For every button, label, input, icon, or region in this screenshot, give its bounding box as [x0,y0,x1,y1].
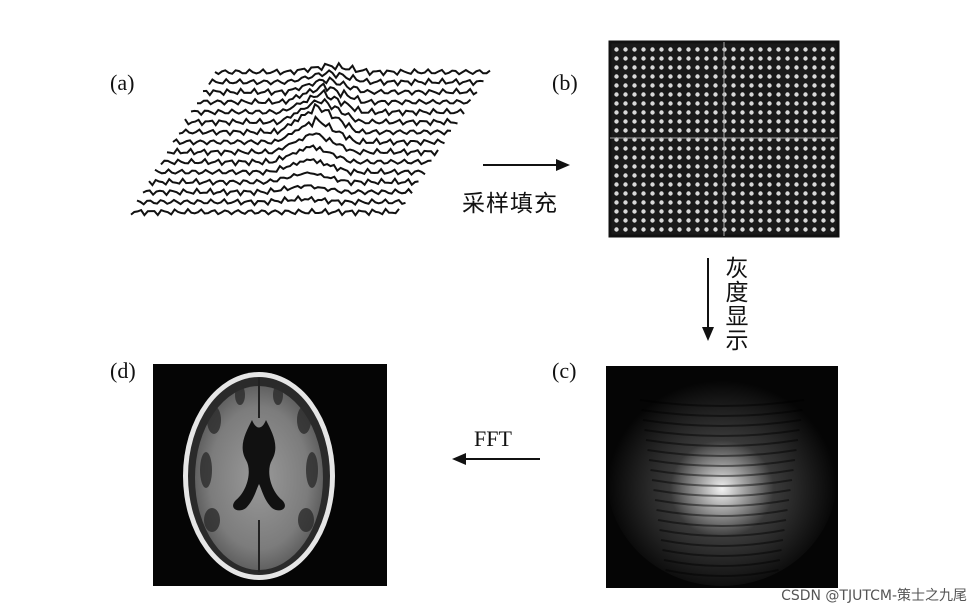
waveform-line [137,196,406,205]
fft-caption: FFT [474,426,512,452]
waveform-line [209,70,484,85]
waveform-line [215,63,490,75]
arrow-fft [452,453,540,465]
waveform-line [203,78,477,96]
waveform-line [155,159,425,175]
waveform-line [149,172,419,185]
grayscale-caption: 灰度显示 [722,256,745,352]
arrow-sampling [483,159,570,171]
kspace-image [606,366,838,588]
brain-mri-image [153,364,387,586]
waveform-line [131,209,399,215]
sampled-grid [610,42,838,236]
waveform-line [143,185,412,195]
sampling-caption: 采样填充 [462,184,558,218]
watermark-text: CSDN @TJUTCM-策士之九尾 [781,585,967,605]
arrow-grayscale [702,258,714,341]
raw-signal-waveforms [131,63,490,215]
